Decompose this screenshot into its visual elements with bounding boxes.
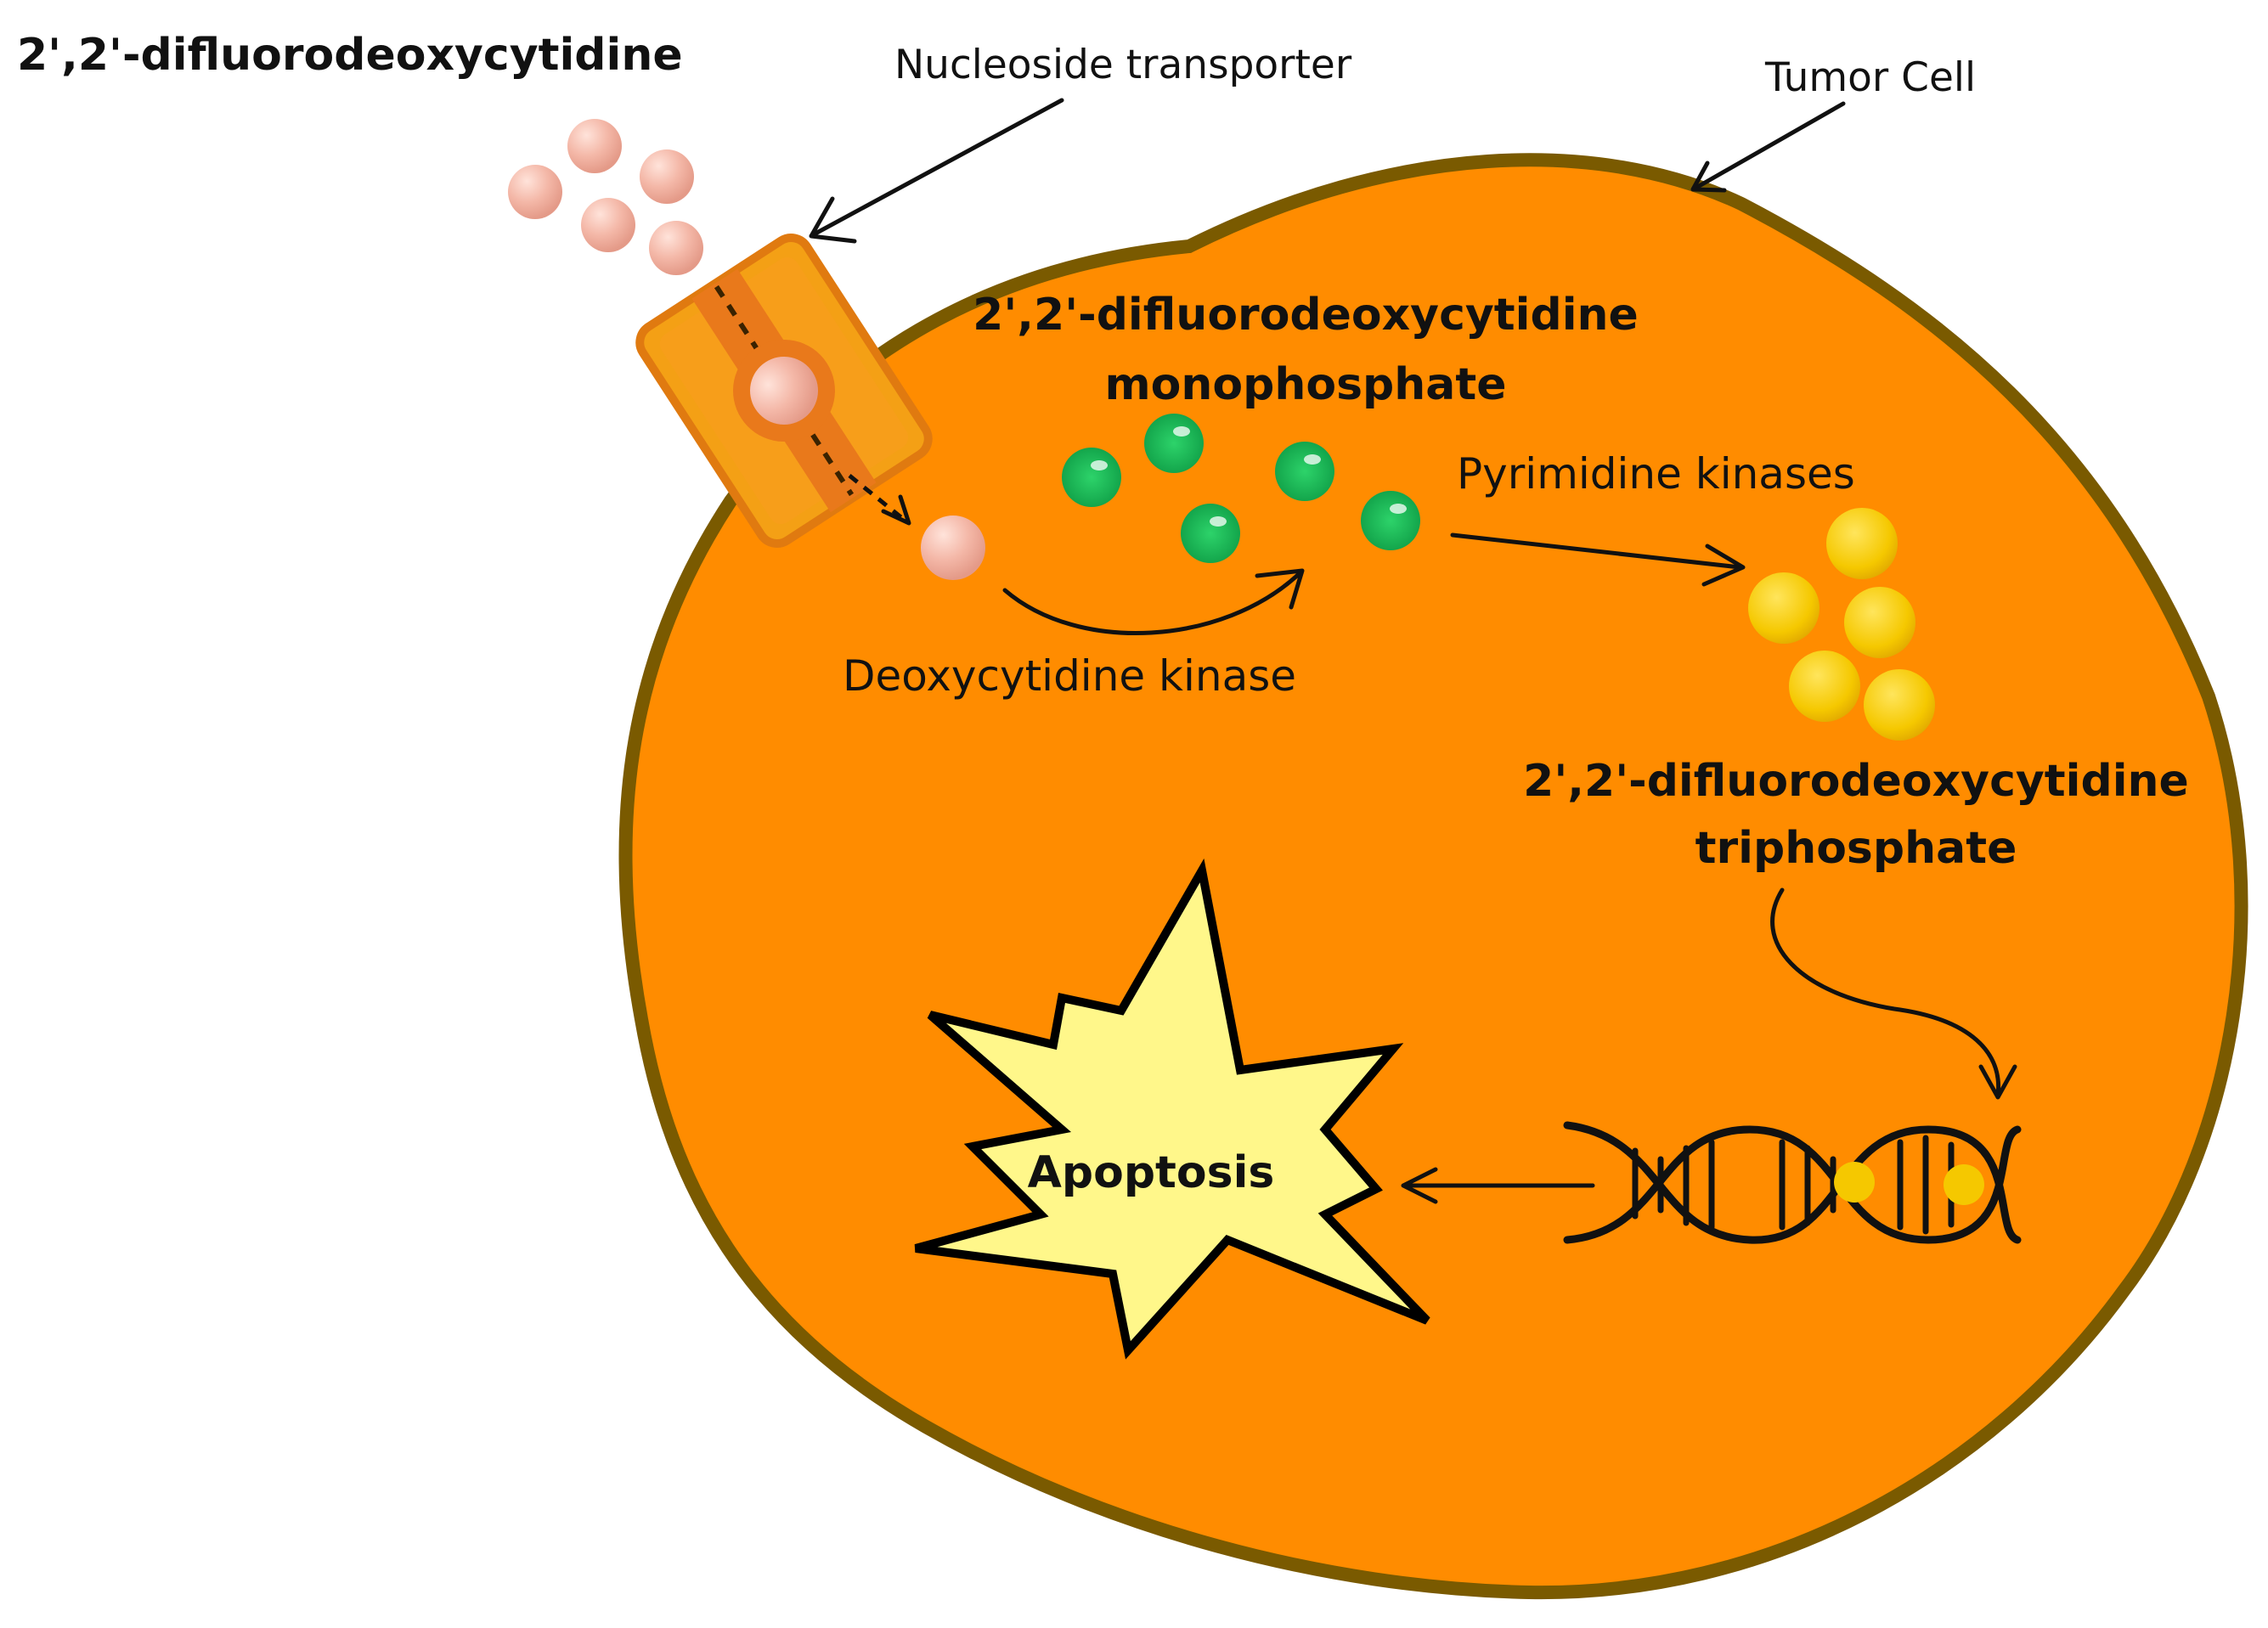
monophosphate-label-line1: 2',2'-difluorodeoxycytidine xyxy=(973,290,1639,341)
drug-particle xyxy=(508,165,562,219)
transporter-label: Nucleoside transporter xyxy=(894,42,1352,88)
monophosphate-particles xyxy=(1062,414,1420,563)
triphosphate-label-line2: triphosphate xyxy=(1695,823,2017,874)
triphosphate-particle xyxy=(1844,587,1915,658)
monophosphate-particle xyxy=(1275,442,1334,501)
monophosphate-particle xyxy=(1181,504,1240,563)
incorporated-triphosphate xyxy=(1834,1162,1875,1203)
drug-particle-inside xyxy=(921,515,985,580)
monophosphate-particle xyxy=(1361,491,1420,550)
drug-particle xyxy=(581,198,635,252)
pyrimidine-arrow xyxy=(1450,532,1742,570)
monophosphate-particle xyxy=(1062,448,1121,507)
tumor-cell-label: Tumor Cell xyxy=(1764,54,1976,101)
entry-arrowhead xyxy=(881,494,911,526)
drug-particles xyxy=(508,119,703,275)
triphosphate-particle xyxy=(1826,508,1898,579)
triphosphate-particle xyxy=(1864,669,1935,741)
membrane-transporter-icon xyxy=(635,233,933,549)
drug-label: 2',2'-difluorodeoxycytidine xyxy=(17,30,683,81)
drug-particle xyxy=(640,149,694,204)
monophosphate-particle xyxy=(1144,414,1204,473)
apoptosis-label: Apoptosis xyxy=(1028,1147,1275,1198)
drug-particle xyxy=(567,119,622,173)
triphosphate-label-line1: 2',2'-difluorodeoxycytidine xyxy=(1523,756,2189,807)
triphosphate-particle xyxy=(1748,572,1819,644)
dna-helix-icon xyxy=(1563,1121,2022,1244)
triphosphate-to-dna-arrow xyxy=(1770,887,2001,1098)
starburst-icon xyxy=(914,858,1430,1360)
incorporated-triphosphate xyxy=(1944,1164,1984,1205)
deoxycytidine-kinase-label: Deoxycytidine kinase xyxy=(843,651,1296,701)
triphosphate-particles xyxy=(1748,508,1935,741)
cell-pointer-arrow xyxy=(1692,101,1846,191)
dck-arrow xyxy=(1002,571,1302,635)
drug-particle xyxy=(649,221,703,275)
pyrimidine-kinases-label: Pyrimidine kinases xyxy=(1457,449,1855,499)
transporter-pointer-arrow xyxy=(811,98,1064,237)
triphosphate-particle xyxy=(1789,651,1860,722)
monophosphate-label-line2: monophosphate xyxy=(1104,359,1506,410)
entry-arrow xyxy=(848,474,904,520)
